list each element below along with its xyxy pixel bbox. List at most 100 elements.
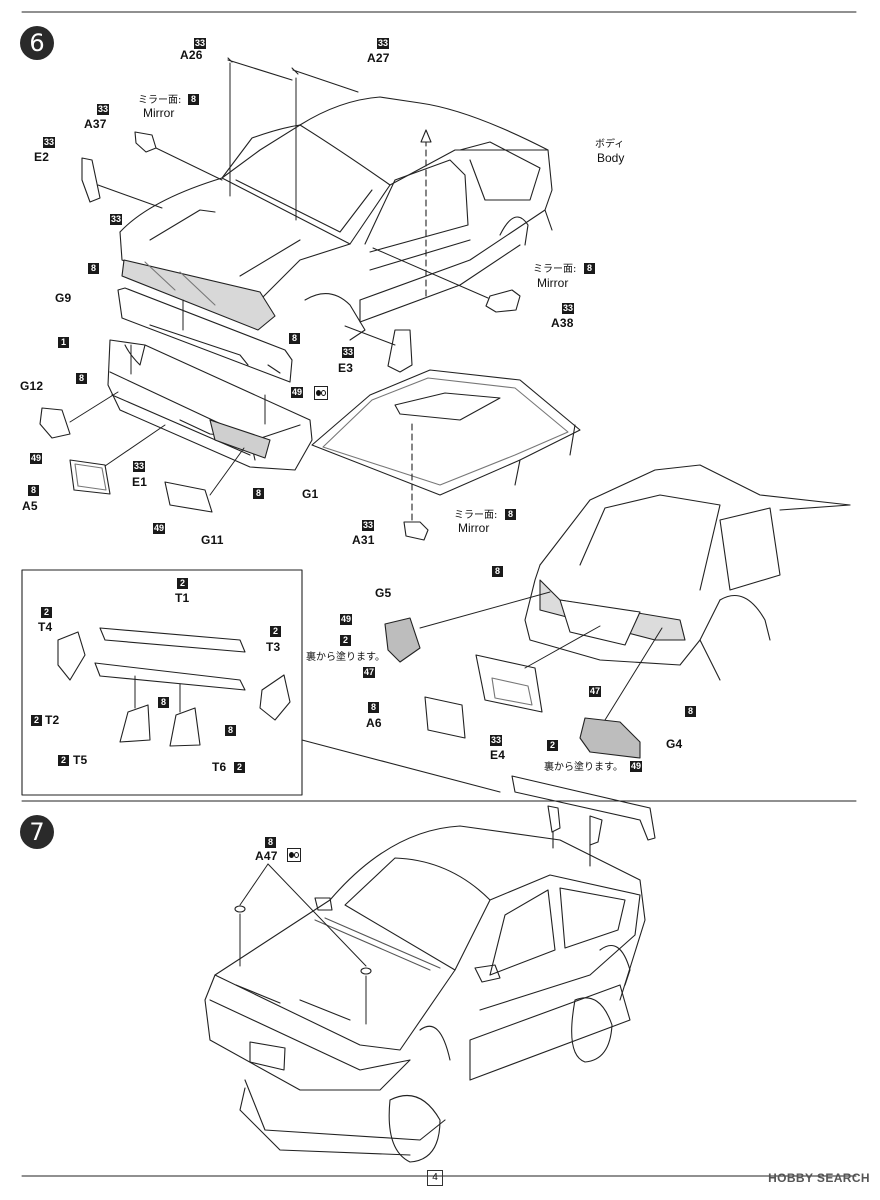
label-e2: E2 xyxy=(34,150,50,164)
label-g1: G1 xyxy=(302,487,319,501)
label-e1: E1 xyxy=(132,475,148,489)
label-g9: G9 xyxy=(55,291,72,305)
mirror-en-2: Mirror xyxy=(537,276,569,290)
label-t1: T1 xyxy=(175,591,190,605)
label-g5: G5 xyxy=(375,586,392,600)
two-tone-icon-2 xyxy=(287,848,301,862)
color-33-a27: 33 xyxy=(377,38,390,49)
color-33-a26: 33 xyxy=(194,38,207,49)
color-8-headlight-r: 8 xyxy=(289,333,300,344)
mirror-a37 xyxy=(134,131,157,153)
mirror-en-1: Mirror xyxy=(143,106,175,120)
step-7-badge: 7 xyxy=(20,815,54,849)
label-a6: A6 xyxy=(366,716,382,730)
lamp-g4 xyxy=(579,717,641,759)
color-8-bumper: 8 xyxy=(76,373,87,384)
two-tone-icon xyxy=(314,386,328,400)
label-e3: E3 xyxy=(338,361,354,375)
color-33-headlight: 33 xyxy=(110,214,123,225)
color-8-mirror-1: 8 xyxy=(188,94,199,105)
color-49-g12: 49 xyxy=(30,453,43,464)
rear-wing-installed xyxy=(511,775,656,846)
light-g11 xyxy=(164,481,213,513)
label-a5: A5 xyxy=(22,499,38,513)
color-8-mirror-3: 8 xyxy=(505,509,516,520)
color-1-bumper: 1 xyxy=(58,337,69,348)
color-2-t5: 2 xyxy=(58,755,69,766)
label-t5: T5 xyxy=(73,753,88,767)
color-2-t6: 2 xyxy=(234,762,245,773)
color-8-taillight-r: 8 xyxy=(685,706,696,717)
paint-back-jp-1: 裏から塗ります。 xyxy=(306,652,385,663)
color-49-g11: 49 xyxy=(153,523,166,534)
color-47-g4: 47 xyxy=(589,686,602,697)
watermark: HOBBY SEARCH xyxy=(768,1171,870,1185)
color-33-e3: 33 xyxy=(342,347,355,358)
color-8-a47: 8 xyxy=(265,837,276,848)
color-8-t5: 8 xyxy=(158,697,169,708)
color-2-g4: 2 xyxy=(547,740,558,751)
step-6-badge: 6 xyxy=(20,26,54,60)
color-47-g5: 47 xyxy=(363,667,376,678)
color-8-bumper-low: 8 xyxy=(253,488,264,499)
light-g12 xyxy=(39,407,71,439)
color-33-e2: 33 xyxy=(43,137,56,148)
plate-a5 xyxy=(69,459,111,495)
grille-g9 xyxy=(117,287,293,383)
color-33-e4: 33 xyxy=(490,735,503,746)
plate-a6 xyxy=(424,696,466,739)
mirror-a38 xyxy=(485,289,521,313)
car-rear xyxy=(524,464,851,681)
paint-back-jp-2: 裏から塗ります。 xyxy=(544,762,623,773)
body-jp: ボディ xyxy=(595,139,625,150)
label-a27: A27 xyxy=(367,51,390,65)
label-e4: E4 xyxy=(490,748,506,762)
color-2-t2: 2 xyxy=(31,715,42,726)
car-body-top xyxy=(119,96,553,341)
mirror-a31 xyxy=(403,521,429,541)
label-a26: A26 xyxy=(180,48,203,62)
label-t6: T6 xyxy=(212,760,227,774)
color-8-a6: 8 xyxy=(368,702,379,713)
label-a31: A31 xyxy=(352,533,375,547)
label-t4: T4 xyxy=(38,620,53,634)
wing-inset xyxy=(21,569,303,796)
label-t2: T2 xyxy=(45,713,60,727)
color-2-g5: 2 xyxy=(340,635,351,646)
color-2-t3: 2 xyxy=(270,626,281,637)
mirror-face-jp-3: ミラー面: xyxy=(454,510,498,521)
mirror-face-jp-2: ミラー面: xyxy=(533,264,577,275)
color-8-mirror-2: 8 xyxy=(584,263,595,274)
color-2-t1: 2 xyxy=(177,578,188,589)
color-33-a31: 33 xyxy=(362,520,375,531)
label-g12: G12 xyxy=(20,379,44,393)
rear-wing-parts xyxy=(57,627,291,747)
color-8-taillight-l: 8 xyxy=(492,566,503,577)
label-a37: A37 xyxy=(84,117,107,131)
plug-a47-left xyxy=(234,905,246,913)
mudflap-e3 xyxy=(387,329,413,373)
color-8-a5: 8 xyxy=(28,485,39,496)
lamp-g5 xyxy=(384,617,421,663)
car-assembled xyxy=(204,825,646,1163)
color-8-t6: 8 xyxy=(225,725,236,736)
color-33-a37: 33 xyxy=(97,104,110,115)
color-33-a38: 33 xyxy=(562,303,575,314)
page-number: 4 xyxy=(427,1170,443,1186)
label-g4: G4 xyxy=(666,737,683,751)
garnish-e4 xyxy=(475,654,543,713)
plug-a47-right xyxy=(360,967,372,975)
mirror-en-3: Mirror xyxy=(458,521,490,535)
mudflap-e2 xyxy=(81,157,101,203)
color-33-e1: 33 xyxy=(133,461,146,472)
window-g1 xyxy=(311,369,581,496)
color-49-g4: 49 xyxy=(630,761,643,772)
color-8-headlight: 8 xyxy=(88,263,99,274)
body-en: Body xyxy=(597,151,625,165)
label-a38: A38 xyxy=(551,316,574,330)
color-49-grille: 49 xyxy=(291,387,304,398)
front-bumper-e1 xyxy=(107,339,313,471)
headlight-strip xyxy=(121,259,276,331)
label-a47: A47 xyxy=(255,849,278,863)
